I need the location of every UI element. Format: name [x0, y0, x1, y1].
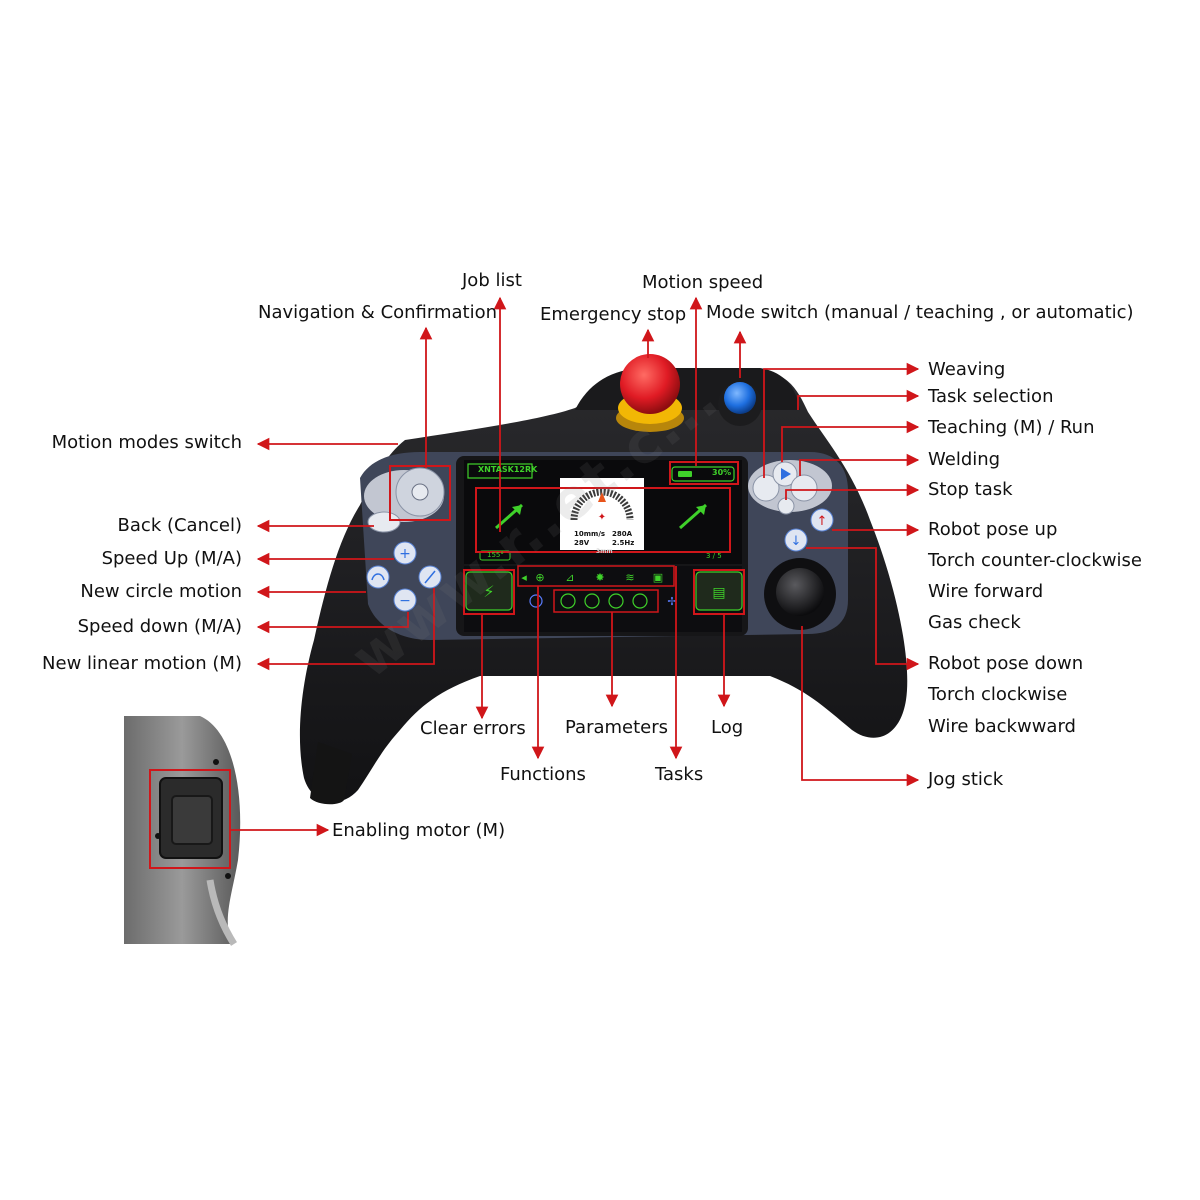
svg-text:▤: ▤ [712, 585, 725, 601]
screen-speed-value: 10mm/s [574, 530, 606, 538]
enabling-switch-highlight [149, 769, 231, 869]
callout-line-jog-stick [801, 626, 920, 787]
label-log: Log [711, 717, 744, 738]
speed-down-button[interactable] [393, 588, 417, 612]
label-new-linear-motion: New linear motion (M) [42, 653, 242, 674]
callout-line-weaving [763, 362, 920, 478]
label-wire-forward: Wire forward [928, 581, 1044, 602]
label-torch-clockwise: Torch clockwise [928, 684, 1068, 705]
confirm-button[interactable] [411, 483, 429, 501]
label-motion-modes-switch: Motion modes switch [51, 432, 242, 453]
grip-cable [206, 879, 237, 946]
label-speed-up: Speed Up (M/A) [101, 548, 242, 569]
svg-text:⊕: ⊕ [535, 571, 544, 584]
svg-text:−: − [399, 593, 411, 609]
label-welding: Welding [928, 449, 1001, 470]
callout-line-welding [799, 453, 920, 476]
callout-line-speed-down [256, 612, 409, 634]
screen-current-value: 280A [612, 530, 633, 538]
label-parameters: Parameters [565, 717, 669, 738]
parameters-bar[interactable] [553, 589, 659, 613]
callout-line-new-linear [256, 588, 435, 671]
label-stop-task: Stop task [928, 479, 1013, 500]
functions-bar[interactable] [517, 565, 675, 587]
callout-line-task-selection [797, 389, 920, 410]
label-tasks: Tasks [655, 764, 704, 785]
label-task-selection: Task selection [928, 386, 1054, 407]
label-motion-speed: Motion speed [642, 272, 764, 293]
label-new-circle-motion: New circle motion [80, 581, 242, 602]
callout-line-robot-pose-down [806, 547, 920, 671]
screen-voltage-value: 28V [574, 539, 590, 547]
welding-button[interactable] [790, 474, 818, 502]
jog-stick[interactable] [764, 558, 836, 630]
svg-text:◂: ◂ [521, 571, 527, 584]
svg-text:⊿: ⊿ [565, 571, 574, 584]
label-emergency-stop: Emergency stop [540, 304, 687, 325]
svg-text:⚡: ⚡ [483, 582, 494, 601]
left-button-cluster: + − [364, 467, 445, 612]
svg-text:≋: ≋ [625, 571, 634, 584]
screen-job-name: XNTASK12RK [478, 465, 538, 474]
label-robot-pose-down: Robot pose down [928, 653, 1084, 674]
svg-text:✦: ✦ [598, 512, 606, 523]
grip-inset [124, 716, 241, 946]
back-button[interactable] [367, 511, 401, 533]
emergency-stop-button[interactable] [616, 354, 684, 432]
callout-line-teaching-run [781, 420, 920, 462]
label-job-list: Job list [462, 270, 522, 291]
grip-tip [310, 742, 352, 805]
callout-lines [230, 296, 920, 837]
right-button-cluster: ↑ ↓ [748, 460, 834, 552]
label-back-cancel: Back (Cancel) [117, 515, 242, 536]
label-speed-down: Speed down (M/A) [77, 616, 242, 637]
label-robot-pose-up: Robot pose up [928, 519, 1058, 540]
screen-amplitude-value: 3mm [596, 548, 613, 555]
label-wire-backward: Wire backwward [928, 716, 1076, 737]
svg-text:↓: ↓ [791, 534, 802, 549]
label-clear-errors: Clear errors [420, 718, 526, 739]
pose-down-button[interactable] [784, 528, 808, 552]
stop-task-button[interactable] [777, 497, 795, 515]
clear-errors-softkey[interactable] [465, 571, 513, 611]
screen-frequency-value: 2.5Hz [612, 539, 635, 547]
circle-motion-button[interactable] [366, 565, 390, 589]
enabling-switch-face [171, 795, 213, 845]
svg-text:↑: ↑ [817, 514, 828, 529]
speed-up-button[interactable] [393, 541, 417, 565]
svg-text:▣: ▣ [653, 571, 663, 584]
svg-text:✸: ✸ [595, 571, 604, 584]
weaving-button[interactable] [752, 474, 780, 502]
svg-text:✢: ✢ [667, 595, 676, 608]
label-weaving: Weaving [928, 359, 1006, 380]
label-functions: Functions [500, 764, 586, 785]
screen-speed-percent: 30% [712, 468, 732, 477]
label-enabling-motor: Enabling motor (M) [332, 820, 506, 841]
screen-contents: ✦ ⚡ ▤ ◂ ⊕ ⊿ ✸ ≋ ▣ ✢ [465, 463, 743, 613]
screen-page-indicator: 3 / 5 [706, 552, 722, 560]
label-torch-ccw: Torch counter-clockwise [928, 550, 1142, 571]
label-teaching-run: Teaching (M) / Run [928, 417, 1095, 438]
log-softkey[interactable] [695, 571, 743, 611]
label-jog-stick: Jog stick [928, 769, 1004, 790]
callout-boxes [389, 461, 745, 615]
mode-switch-knob[interactable] [718, 382, 762, 426]
screen-angle-value: 155° [487, 551, 504, 559]
callout-line-stop-task [785, 483, 920, 500]
svg-text:+: + [399, 546, 411, 562]
label-gas-check: Gas check [928, 612, 1021, 633]
pose-up-button[interactable] [810, 508, 834, 532]
label-mode-switch: Mode switch (manual / teaching , or auto… [706, 302, 1134, 323]
label-navigation-confirmation: Navigation & Confirmation [258, 302, 498, 323]
